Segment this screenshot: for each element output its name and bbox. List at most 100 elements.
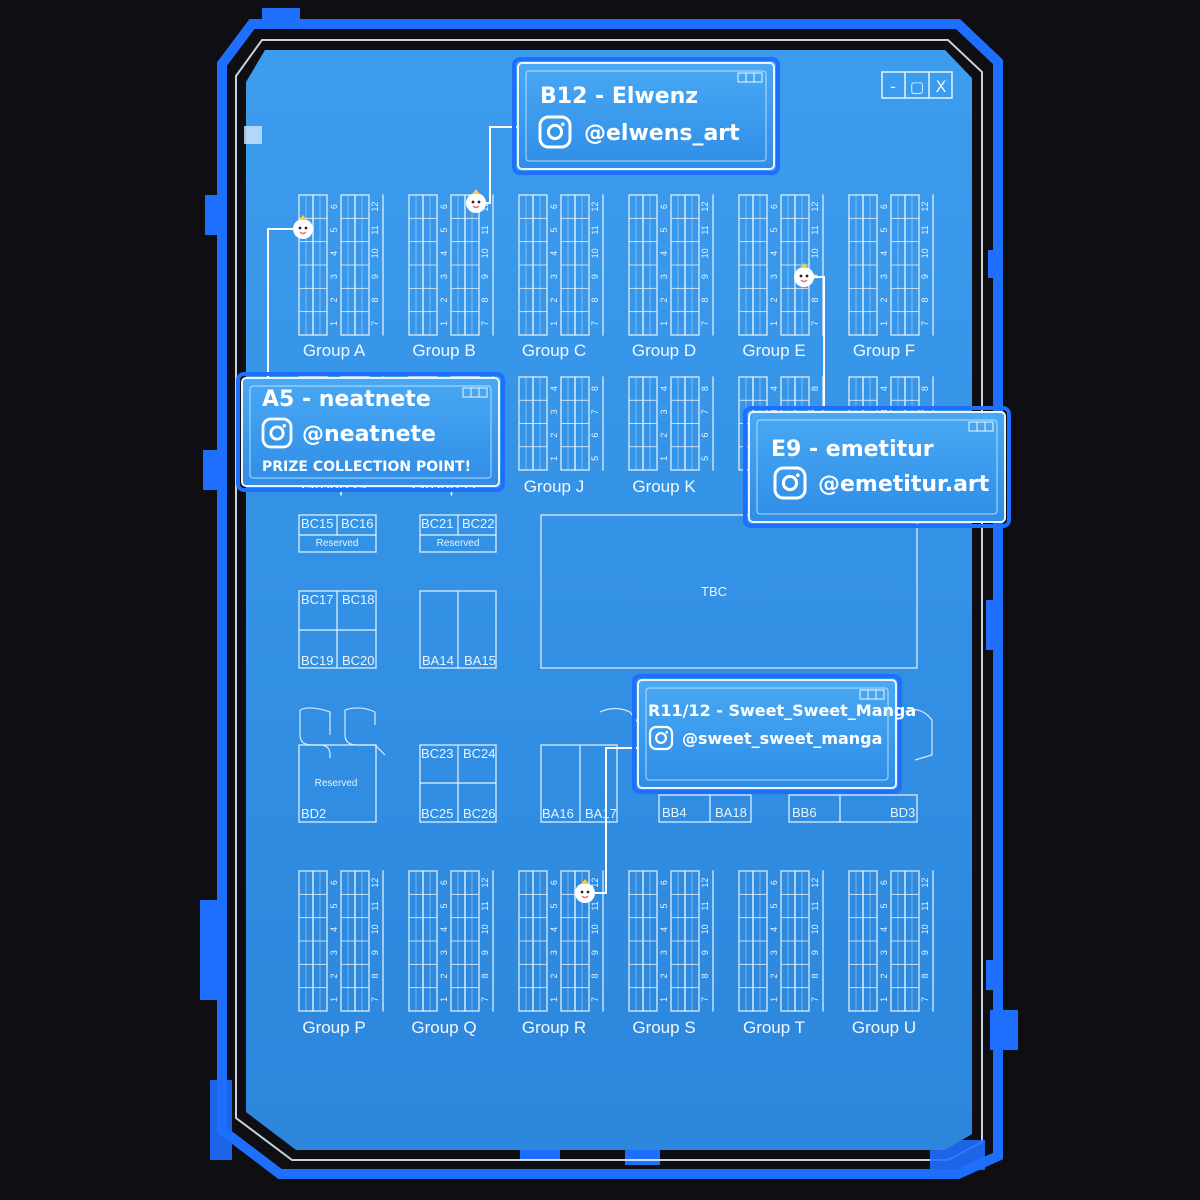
popup-e9[interactable]: E9 - emetitur@emetitur.art: [743, 406, 1011, 528]
table-number[interactable]: 1: [549, 456, 559, 461]
table-number[interactable]: 7: [920, 997, 930, 1002]
table-number[interactable]: 5: [659, 227, 669, 232]
table-number[interactable]: 9: [920, 950, 930, 955]
baby-face-icon[interactable]: [466, 189, 486, 213]
table-number[interactable]: 10: [920, 248, 930, 258]
table-number[interactable]: 1: [439, 321, 449, 326]
booth-bb4[interactable]: BB4: [662, 805, 687, 820]
table-number[interactable]: 3: [549, 274, 559, 279]
table-number[interactable]: 12: [700, 878, 710, 888]
booth-bc17[interactable]: BC17: [301, 592, 334, 607]
table-number[interactable]: 5: [439, 227, 449, 232]
table-number[interactable]: 9: [810, 950, 820, 955]
table-number[interactable]: 2: [659, 297, 669, 302]
table-number[interactable]: 11: [920, 901, 930, 910]
table-number[interactable]: 2: [769, 297, 779, 302]
table-number[interactable]: 12: [920, 202, 930, 212]
table-number[interactable]: 6: [590, 433, 600, 438]
table-number[interactable]: 4: [549, 251, 559, 256]
popup-handle[interactable]: @emetitur.art: [818, 472, 990, 497]
booth-tbc[interactable]: TBC: [701, 584, 727, 599]
table-number[interactable]: 2: [439, 973, 449, 978]
table-number[interactable]: 5: [700, 456, 710, 461]
table-number[interactable]: 7: [920, 321, 930, 326]
table-number[interactable]: 1: [769, 321, 779, 326]
table-number[interactable]: 3: [439, 274, 449, 279]
table-number[interactable]: 7: [810, 321, 820, 326]
table-number[interactable]: 8: [700, 386, 710, 391]
table-number[interactable]: 3: [769, 274, 779, 279]
table-number[interactable]: 11: [700, 225, 710, 234]
table-number[interactable]: 6: [439, 204, 449, 209]
booth-ba16[interactable]: BA16: [542, 806, 574, 821]
table-number[interactable]: 2: [549, 297, 559, 302]
baby-face-icon[interactable]: [575, 879, 595, 903]
close-icon[interactable]: X: [936, 77, 947, 96]
table-number[interactable]: 5: [879, 903, 889, 908]
table-number[interactable]: 10: [810, 924, 820, 934]
popup-window-controls[interactable]: [737, 72, 763, 83]
booth-bb6[interactable]: BB6: [792, 805, 817, 820]
table-number[interactable]: 7: [700, 321, 710, 326]
booth-bc21[interactable]: BC21: [421, 516, 454, 531]
table-number[interactable]: 2: [329, 297, 339, 302]
booth-bc16[interactable]: BC16: [341, 516, 374, 531]
table-number[interactable]: 11: [590, 901, 600, 910]
table-number[interactable]: 7: [480, 321, 490, 326]
table-number[interactable]: 11: [920, 225, 930, 234]
window-controls[interactable]: - ▢ X: [881, 71, 953, 99]
table-number[interactable]: 9: [700, 274, 710, 279]
table-number[interactable]: 10: [590, 248, 600, 258]
table-number[interactable]: 4: [439, 927, 449, 932]
table-number[interactable]: 7: [480, 997, 490, 1002]
table-number[interactable]: 1: [879, 321, 889, 326]
table-number[interactable]: 8: [590, 386, 600, 391]
table-number[interactable]: 3: [439, 950, 449, 955]
table-number[interactable]: 5: [329, 227, 339, 232]
table-number[interactable]: 6: [879, 880, 889, 885]
table-number[interactable]: 8: [480, 973, 490, 978]
booth-ba18[interactable]: BA18: [715, 805, 747, 820]
table-number[interactable]: 5: [549, 227, 559, 232]
table-number[interactable]: 3: [549, 409, 559, 414]
table-number[interactable]: 2: [439, 297, 449, 302]
table-number[interactable]: 7: [370, 997, 380, 1002]
table-number[interactable]: 6: [879, 204, 889, 209]
table-number[interactable]: 8: [810, 297, 820, 302]
table-number[interactable]: 1: [329, 321, 339, 326]
table-number[interactable]: 5: [329, 903, 339, 908]
table-number[interactable]: 4: [659, 251, 669, 256]
table-number[interactable]: 1: [659, 997, 669, 1002]
table-number[interactable]: 8: [920, 297, 930, 302]
table-number[interactable]: 12: [700, 202, 710, 212]
table-number[interactable]: 5: [659, 903, 669, 908]
table-number[interactable]: 8: [920, 973, 930, 978]
booth-bc19[interactable]: BC19: [301, 653, 334, 668]
table-number[interactable]: 5: [879, 227, 889, 232]
table-number[interactable]: 9: [480, 274, 490, 279]
table-number[interactable]: 9: [590, 274, 600, 279]
table-number[interactable]: 6: [439, 880, 449, 885]
table-number[interactable]: 1: [879, 997, 889, 1002]
table-number[interactable]: 11: [370, 901, 380, 910]
table-number[interactable]: 2: [659, 433, 669, 438]
table-number[interactable]: 6: [700, 433, 710, 438]
booth-bc15[interactable]: BC15: [301, 516, 334, 531]
table-number[interactable]: 5: [439, 903, 449, 908]
table-number[interactable]: 7: [590, 997, 600, 1002]
table-number[interactable]: 7: [590, 321, 600, 326]
table-number[interactable]: 6: [329, 204, 339, 209]
table-number[interactable]: 10: [480, 248, 490, 258]
table-number[interactable]: 10: [920, 924, 930, 934]
table-number[interactable]: 9: [920, 274, 930, 279]
table-number[interactable]: 1: [439, 997, 449, 1002]
popup-window-controls[interactable]: [968, 421, 994, 432]
table-number[interactable]: 12: [920, 878, 930, 888]
table-number[interactable]: 11: [370, 225, 380, 234]
table-number[interactable]: 6: [769, 204, 779, 209]
popup-window-controls[interactable]: [462, 387, 488, 398]
table-number[interactable]: 12: [370, 202, 380, 212]
table-number[interactable]: 12: [590, 878, 600, 888]
table-number[interactable]: 10: [700, 248, 710, 258]
table-number[interactable]: 10: [700, 924, 710, 934]
